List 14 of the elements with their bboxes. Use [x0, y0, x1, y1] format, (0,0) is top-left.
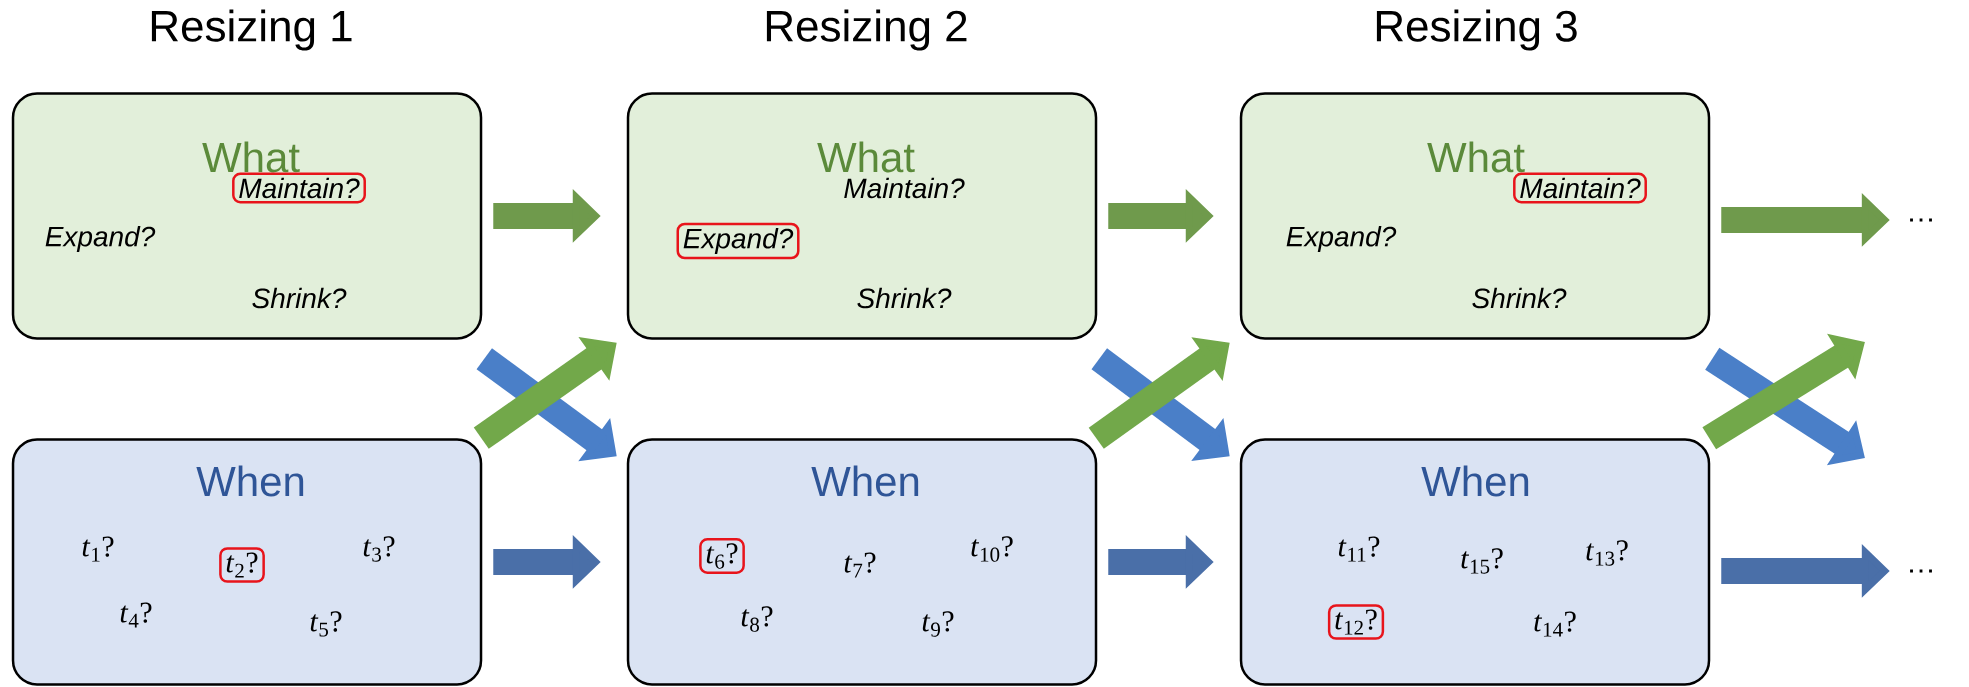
highlight-box: Maintain? — [232, 172, 366, 204]
highlight-box: Expand? — [676, 222, 800, 260]
column-title: Resizing 2 — [766, 9, 967, 51]
column-title: Resizing 1 — [151, 9, 352, 51]
block-arrow — [1088, 337, 1230, 449]
highlight-box: Maintain? — [1513, 172, 1647, 204]
ellipsis: … — [1910, 218, 1932, 222]
highlight-box: t$_{2}$? — [219, 547, 265, 583]
block-arrow — [1702, 333, 1865, 450]
column-title: Resizing 3 — [1376, 9, 1577, 51]
highlight-box: t$_{12}$? — [1327, 604, 1385, 640]
highlight-box: t$_{6}$? — [699, 538, 745, 574]
ellipsis: … — [1910, 569, 1932, 573]
block-arrow — [473, 336, 617, 449]
